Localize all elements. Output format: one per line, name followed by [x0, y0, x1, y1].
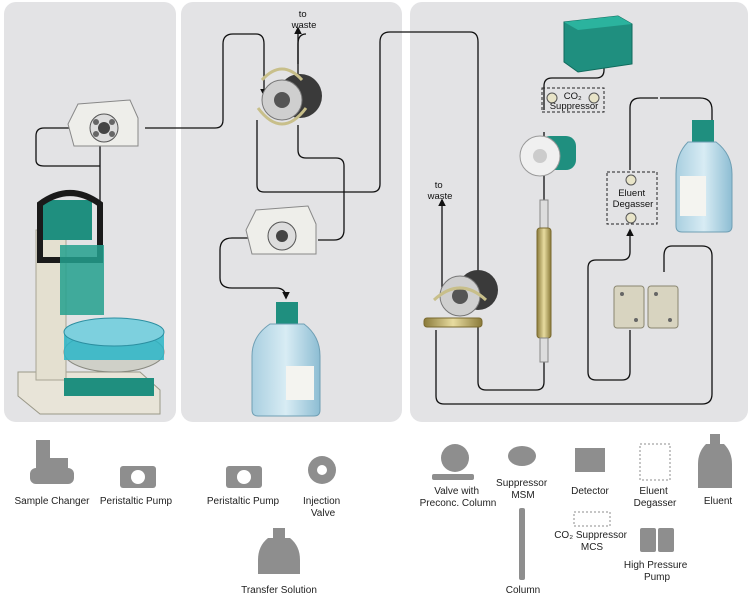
- legend-suppressor-msm-label: Suppressor MSM: [496, 478, 550, 501]
- co2-suppressor-label: CO₂ Suppressor: [550, 91, 599, 112]
- legend-peristaltic-pump-2-label: Peristaltic Pump: [207, 496, 280, 507]
- legend-eluent-degasser-label: Eluent Degasser: [634, 486, 677, 509]
- legend-peristaltic-pump-1-icon: [120, 466, 156, 488]
- legend-high-pressure-pump-icon: [640, 528, 674, 552]
- legend-transfer-solution-icon: [258, 528, 300, 574]
- peristaltic-pump-1: [67, 99, 139, 147]
- detector: [563, 15, 633, 73]
- injection-valve: [256, 67, 322, 126]
- legend-valve-preconc-icon: [432, 444, 474, 480]
- legend-column-icon: [519, 508, 525, 580]
- legend-column-label: Column: [506, 585, 540, 596]
- eluent-bottle: [675, 120, 733, 233]
- legend-eluent-label: Eluent: [704, 496, 733, 507]
- legend-injection-valve-icon: [308, 456, 336, 484]
- legend-sample-changer-icon: [30, 440, 74, 484]
- legend-injection-valve-label: Injection Valve: [303, 496, 343, 519]
- legend-transfer-solution-label: Transfer Solution: [241, 585, 317, 596]
- valve-preconc-column: [423, 270, 498, 328]
- legend-peristaltic-pump-2-icon: [226, 466, 262, 488]
- eluent-degasser-label: Eluent Degasser: [613, 188, 654, 210]
- legend-icons: [30, 434, 732, 580]
- to-waste-top-label: to waste: [291, 9, 317, 31]
- eluent-degasser: [606, 171, 658, 225]
- legend-valve-preconc-label: Valve with Preconc. Column: [420, 486, 497, 509]
- high-pressure-pump: [613, 285, 679, 329]
- peristaltic-pump-2: [245, 205, 317, 255]
- legend-peristaltic-pump-1-label: Peristaltic Pump: [100, 496, 173, 507]
- legend-detector-label: Detector: [571, 486, 609, 497]
- legend-detector-icon: [575, 448, 605, 472]
- sample-changer: [17, 190, 165, 415]
- transfer-solution-bottle: [251, 302, 321, 417]
- suppressor-msm: [519, 135, 576, 177]
- legend-eluent-degasser-icon: [639, 443, 671, 481]
- legend-co2-suppressor-mcs-icon: [573, 511, 611, 527]
- legend-suppressor-msm-icon: [508, 446, 536, 466]
- legend-high-pressure-pump-label: High Pressure Pump: [624, 560, 690, 583]
- to-waste-mid-label: to waste: [427, 180, 453, 202]
- co2-suppressor: [541, 87, 605, 113]
- legend-co2-suppressor-mcs-label: CO₂ Suppressor MCS: [554, 530, 630, 553]
- legend-eluent-icon: [698, 434, 732, 488]
- column: [536, 199, 552, 363]
- legend-sample-changer-label: Sample Changer: [14, 496, 90, 507]
